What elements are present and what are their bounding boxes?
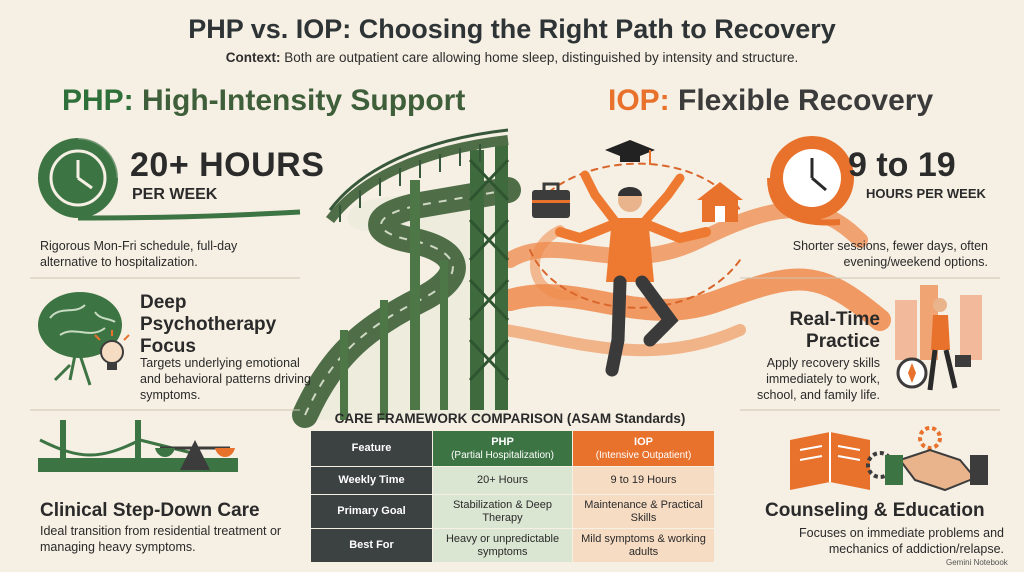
php-lead: PHP: bbox=[62, 84, 134, 117]
table-row: Weekly Time 20+ Hours 9 to 19 Hours bbox=[310, 466, 715, 495]
iop-practice-title: Real-Time Practice bbox=[789, 309, 880, 352]
row-label: Best For bbox=[310, 528, 433, 563]
iop-clock-icon bbox=[767, 136, 854, 226]
context-text: Both are outpatient care allowing home s… bbox=[284, 50, 799, 65]
context-label: Context: bbox=[225, 50, 281, 65]
lightbulb-icon bbox=[94, 330, 130, 370]
php-stepdown-title: Clinical Step-Down Care bbox=[40, 500, 260, 521]
iop-heading: Flexible Recovery bbox=[678, 84, 934, 117]
bridge-icon bbox=[292, 120, 521, 428]
header-feature: Feature bbox=[310, 430, 433, 467]
table-row: Primary Goal Stabilization & Deep Therap… bbox=[310, 494, 715, 529]
context-line: Context: Both are outpatient care allowi… bbox=[0, 50, 1024, 65]
header-iop: IOP (Intensive Outpatient) bbox=[572, 430, 715, 467]
iop-cell: Mild symptoms & working adults bbox=[572, 528, 715, 563]
iop-cell: Maintenance & Practical Skills bbox=[572, 494, 715, 529]
iop-practice-description: Apply recovery skills immediately to wor… bbox=[757, 356, 880, 402]
header-iop-label: IOP bbox=[634, 435, 653, 448]
orange-swirl-icon bbox=[499, 162, 891, 357]
comparison-table-title: CARE FRAMEWORK COMPARISON (ASAM Standard… bbox=[334, 411, 686, 426]
header-php-sub: (Partial Hospitalization) bbox=[451, 449, 554, 461]
compass-icon bbox=[896, 357, 928, 389]
balancing-person-icon bbox=[532, 140, 743, 377]
php-cell: Stabilization & Deep Therapy bbox=[432, 494, 573, 529]
iop-cell: 9 to 19 Hours bbox=[572, 466, 715, 495]
php-focus-description: Targets underlying emotional and behavio… bbox=[140, 356, 311, 402]
header-php: PHP (Partial Hospitalization) bbox=[432, 430, 573, 467]
iop-lead: IOP: bbox=[608, 84, 670, 117]
footer-credit: Gemini Notebook bbox=[946, 558, 1008, 567]
iop-counsel-title: Counseling & Education bbox=[765, 500, 985, 521]
php-cell: Heavy or unpredictable symptoms bbox=[432, 528, 573, 563]
row-label: Weekly Time bbox=[310, 466, 433, 495]
row-label: Primary Goal bbox=[310, 494, 433, 529]
php-clock-icon bbox=[38, 136, 301, 221]
table-row: Best For Heavy or unpredictable symptoms… bbox=[310, 528, 715, 563]
php-stepdown-description: Ideal transition from residential treatm… bbox=[40, 524, 282, 554]
handshake-icon bbox=[885, 448, 988, 492]
iop-hours-description: Shorter sessions, fewer days, often even… bbox=[792, 239, 988, 269]
php-hours-unit: PER WEEK bbox=[132, 186, 218, 203]
iop-hours-unit: HOURS PER WEEK bbox=[866, 186, 986, 201]
iop-counsel-description: Focuses on immediate problems and mechan… bbox=[799, 526, 1004, 556]
iop-section-heading: IOP: Flexible Recovery bbox=[608, 84, 933, 118]
bridge-scale-icon bbox=[38, 420, 238, 472]
php-cell: 20+ Hours bbox=[432, 466, 573, 495]
php-hours-description: Rigorous Mon-Fri schedule, full-day alte… bbox=[40, 239, 238, 269]
php-focus-title: Deep Psychotherapy Focus bbox=[140, 292, 277, 357]
php-hours-value: 20+ HOURS bbox=[130, 146, 325, 184]
iop-hours-value: 9 to 19 bbox=[848, 146, 956, 184]
php-section-heading: PHP: High-Intensity Support bbox=[62, 84, 465, 118]
city-commuter-icon bbox=[895, 285, 982, 391]
php-heading: High-Intensity Support bbox=[142, 84, 466, 117]
brain-icon bbox=[38, 292, 122, 386]
header-php-label: PHP bbox=[491, 435, 514, 448]
header-iop-sub: (Intensive Outpatient) bbox=[595, 449, 692, 461]
book-gears-icon bbox=[790, 426, 942, 490]
page-title: PHP vs. IOP: Choosing the Right Path to … bbox=[188, 14, 836, 44]
comparison-table: Feature PHP (Partial Hospitalization) IO… bbox=[310, 430, 715, 563]
